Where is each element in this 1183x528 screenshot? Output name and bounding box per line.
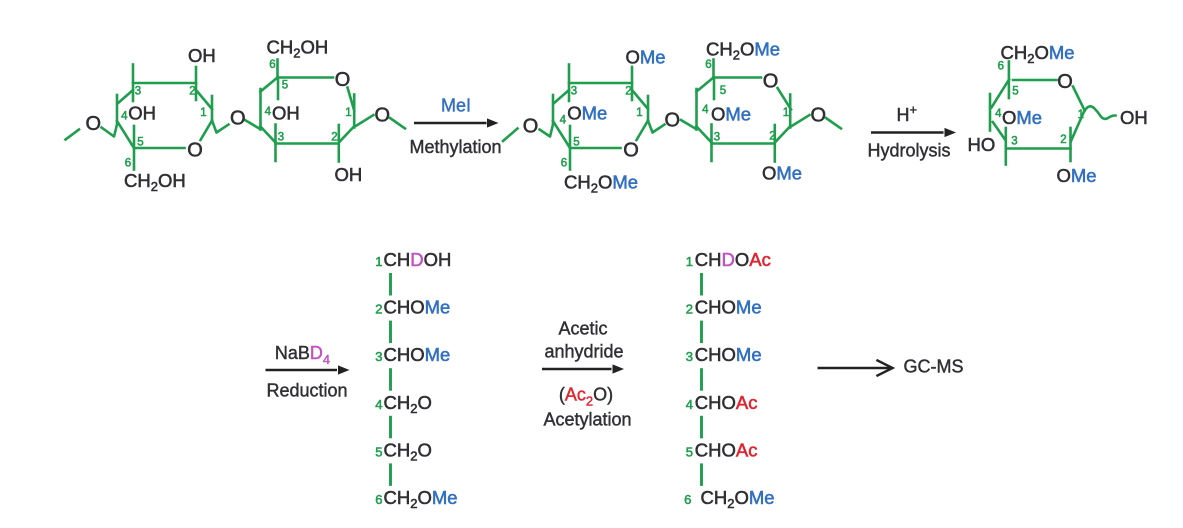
- svg-text:CHOAc: CHOAc: [695, 392, 758, 413]
- svg-text:CHDOH: CHDOH: [384, 249, 452, 270]
- svg-text:4: 4: [702, 104, 709, 116]
- svg-text:CH2OH: CH2OH: [267, 37, 329, 61]
- svg-text:MeI: MeI: [441, 96, 471, 116]
- svg-text:4: 4: [995, 108, 1002, 120]
- svg-text:1: 1: [345, 107, 351, 119]
- svg-text:CH2OMe: CH2OMe: [564, 172, 638, 196]
- svg-text:Reduction: Reduction: [266, 381, 347, 401]
- svg-text:OH: OH: [272, 103, 300, 124]
- svg-text:4: 4: [265, 106, 272, 118]
- svg-text:OH: OH: [128, 103, 156, 124]
- svg-text:3: 3: [375, 349, 382, 364]
- svg-text:(Ac2O): (Ac2O): [559, 385, 613, 409]
- svg-text:2: 2: [625, 86, 631, 98]
- svg-text:O: O: [86, 113, 102, 135]
- svg-text:3: 3: [278, 132, 284, 144]
- svg-text:CH2OMe: CH2OMe: [706, 39, 780, 63]
- svg-text:1: 1: [375, 254, 382, 269]
- svg-text:3: 3: [1011, 136, 1017, 148]
- svg-text:O: O: [665, 110, 681, 132]
- svg-text:5: 5: [1012, 86, 1018, 98]
- svg-text:5: 5: [282, 80, 288, 92]
- svg-text:4: 4: [121, 111, 128, 123]
- svg-text:OH: OH: [1120, 107, 1148, 128]
- svg-text:6: 6: [998, 61, 1004, 73]
- svg-text:1: 1: [636, 107, 642, 119]
- svg-text:O: O: [335, 69, 351, 91]
- svg-text:HO: HO: [968, 134, 996, 155]
- svg-text:CHDOAc: CHDOAc: [695, 249, 771, 270]
- svg-text:OMe: OMe: [626, 47, 666, 68]
- svg-text:O: O: [230, 108, 246, 130]
- svg-text:6: 6: [375, 492, 382, 507]
- svg-text:5: 5: [720, 85, 726, 97]
- svg-text:H+: H+: [897, 102, 918, 125]
- svg-text:6: 6: [684, 492, 691, 507]
- svg-text:OMe: OMe: [711, 104, 751, 125]
- svg-text:6: 6: [705, 59, 711, 71]
- svg-text:CHOAc: CHOAc: [695, 439, 758, 460]
- svg-text:CHOMe: CHOMe: [695, 344, 762, 365]
- svg-text:CH2OMe: CH2OMe: [1001, 42, 1075, 66]
- svg-text:3: 3: [714, 132, 720, 144]
- svg-text:CH2O: CH2O: [384, 392, 432, 416]
- svg-text:6: 6: [125, 158, 131, 170]
- svg-text:3: 3: [571, 86, 577, 98]
- svg-text:OMe: OMe: [1057, 165, 1097, 186]
- svg-text:O: O: [375, 105, 391, 127]
- svg-text:2: 2: [375, 302, 382, 317]
- svg-text:OH: OH: [188, 45, 216, 66]
- svg-text:4: 4: [560, 115, 567, 127]
- svg-text:O: O: [523, 115, 539, 137]
- svg-text:OMe: OMe: [1002, 107, 1042, 128]
- svg-text:O: O: [811, 105, 827, 127]
- svg-text:2: 2: [686, 302, 693, 317]
- svg-text:O: O: [763, 71, 779, 93]
- svg-text:3: 3: [686, 349, 693, 364]
- svg-text:NaBD4: NaBD4: [275, 343, 330, 367]
- svg-text:OMe: OMe: [567, 103, 607, 124]
- svg-text:O: O: [1057, 71, 1073, 93]
- svg-text:OMe: OMe: [762, 163, 802, 184]
- svg-text:2: 2: [1060, 134, 1066, 146]
- svg-text:4: 4: [686, 397, 693, 412]
- svg-text:3: 3: [135, 86, 141, 98]
- svg-text:5: 5: [375, 444, 382, 459]
- svg-text:CHOMe: CHOMe: [384, 344, 451, 365]
- svg-text:CH2OMe: CH2OMe: [384, 487, 458, 511]
- svg-text:2: 2: [769, 131, 775, 143]
- svg-text:Methylation: Methylation: [409, 137, 501, 157]
- svg-text:5: 5: [137, 137, 143, 149]
- svg-text:1: 1: [783, 107, 789, 119]
- svg-text:anhydride: anhydride: [544, 342, 623, 362]
- svg-text:GC-MS: GC-MS: [904, 357, 964, 377]
- svg-text:Acetylation: Acetylation: [543, 410, 631, 430]
- svg-text:1: 1: [686, 254, 693, 269]
- svg-text:6: 6: [561, 158, 567, 170]
- svg-text:O: O: [187, 140, 203, 162]
- svg-text:OH: OH: [335, 164, 363, 185]
- svg-text:5: 5: [573, 137, 579, 149]
- svg-text:O: O: [623, 140, 639, 162]
- svg-text:4: 4: [375, 397, 382, 412]
- svg-text:2: 2: [189, 86, 195, 98]
- svg-text:6: 6: [269, 59, 275, 71]
- svg-text:CHOMe: CHOMe: [384, 297, 451, 318]
- svg-text:CH2OMe: CH2OMe: [701, 487, 775, 511]
- svg-text:Acetic: Acetic: [558, 319, 607, 339]
- svg-text:CH2O: CH2O: [384, 439, 432, 463]
- svg-text:1: 1: [200, 107, 206, 119]
- svg-text:1: 1: [1078, 109, 1084, 121]
- svg-text:2: 2: [331, 132, 337, 144]
- svg-text:CH2OH: CH2OH: [124, 170, 186, 194]
- svg-text:CHOMe: CHOMe: [695, 297, 762, 318]
- svg-text:5: 5: [686, 444, 693, 459]
- svg-text:Hydrolysis: Hydrolysis: [867, 141, 950, 161]
